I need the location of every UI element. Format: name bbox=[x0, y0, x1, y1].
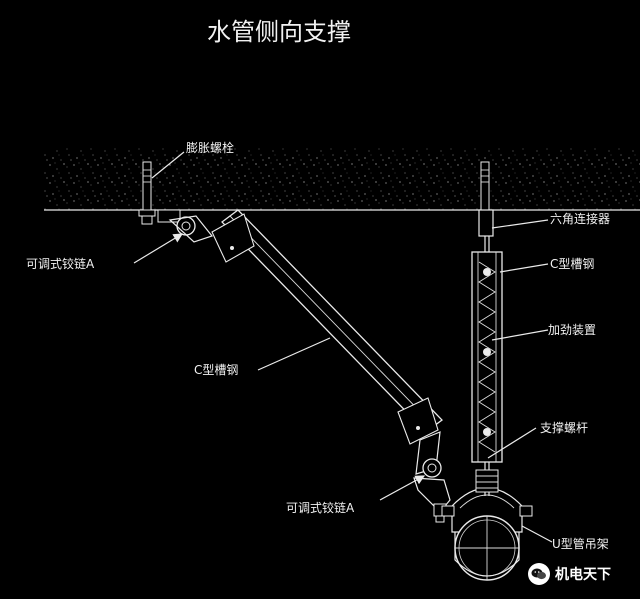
watermark: 机电天下 bbox=[528, 559, 638, 589]
label-c-channel-right: C型槽钢 bbox=[550, 257, 594, 271]
label-support-rod: 支撑螺杆 bbox=[540, 420, 588, 435]
wechat-logo-icon bbox=[528, 563, 550, 585]
label-reinforcement: 加劲装置 bbox=[548, 323, 596, 337]
expansion-bolt-left bbox=[138, 161, 156, 225]
reinforcement-device bbox=[478, 261, 496, 453]
label-u-pipe-hanger: U型管吊架 bbox=[552, 536, 609, 551]
c-channel-diagonal bbox=[211, 209, 443, 445]
watermark-text: 机电天下 bbox=[555, 567, 611, 583]
leader-lines bbox=[133, 151, 553, 543]
label-expansion-bolt: 膨胀螺栓 bbox=[186, 140, 234, 155]
page-title: 水管侧向支撑 bbox=[207, 18, 351, 46]
u-pipe-hanger bbox=[441, 469, 533, 581]
ceiling-slab bbox=[44, 148, 640, 211]
label-hex-connector: 六角连接器 bbox=[550, 211, 610, 226]
hex-connector bbox=[478, 209, 494, 237]
label-hinge-a-upper: 可调式铰链A bbox=[26, 256, 95, 271]
label-hinge-a-lower: 可调式铰链A bbox=[286, 500, 355, 515]
label-c-channel-diagonal: C型槽钢 bbox=[194, 363, 238, 377]
expansion-bolt-right bbox=[480, 161, 490, 211]
hinge-a-upper bbox=[157, 209, 214, 243]
